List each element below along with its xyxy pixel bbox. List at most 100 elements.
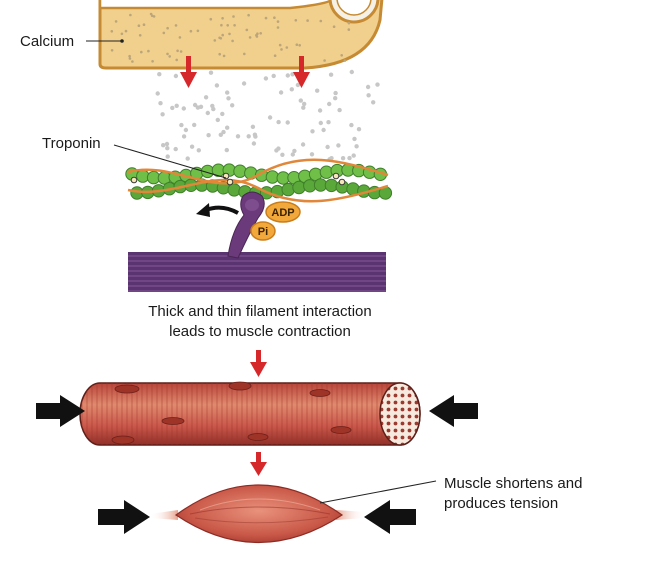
calcium-ion bbox=[259, 32, 263, 35]
calcium-ion bbox=[336, 143, 341, 148]
calcium-ion bbox=[255, 35, 259, 38]
calcium-ion bbox=[326, 120, 331, 125]
calcium-ion bbox=[110, 30, 114, 33]
calcium-ion bbox=[124, 29, 128, 33]
calcium-ion bbox=[302, 101, 307, 107]
calcium-ion bbox=[224, 147, 229, 153]
down-arrow-red-icon bbox=[250, 452, 267, 476]
calcium-ion bbox=[333, 90, 338, 96]
shortens-caption-line1: Muscle shortens and bbox=[444, 475, 583, 492]
calcium-ion bbox=[165, 154, 170, 159]
calcium-ion bbox=[375, 82, 380, 87]
calcium-ion bbox=[181, 106, 186, 111]
troponin-label: Troponin bbox=[42, 135, 101, 152]
calcium-ion bbox=[220, 111, 225, 117]
calcium-ion bbox=[166, 52, 169, 56]
calcium-ion bbox=[175, 58, 178, 62]
calcium-release-arrow bbox=[293, 56, 310, 88]
calcium-ion bbox=[160, 112, 165, 117]
calcium-ion bbox=[246, 134, 251, 139]
actin-monomer bbox=[281, 182, 295, 197]
thick-black-arrow-icon bbox=[429, 395, 478, 427]
calcium-ion bbox=[285, 120, 290, 125]
calcium-ion bbox=[209, 17, 213, 21]
calcium-ion bbox=[176, 49, 179, 53]
calcium-ion bbox=[168, 55, 171, 58]
calcium-ion bbox=[138, 34, 142, 37]
calcium-ion bbox=[371, 100, 376, 105]
calcium-ion bbox=[250, 124, 256, 129]
calcium-ion bbox=[243, 52, 246, 56]
calcium-pointer-dot bbox=[120, 39, 124, 43]
sarcoplasmic-reticulum bbox=[98, 0, 384, 70]
calcium-ion bbox=[128, 57, 132, 60]
calcium-ion bbox=[181, 134, 187, 139]
calcium-ion bbox=[225, 90, 230, 95]
calcium-ion bbox=[318, 120, 323, 126]
troponin-dot bbox=[332, 172, 340, 180]
calcium-ion bbox=[206, 133, 211, 138]
calcium-ion bbox=[295, 43, 299, 46]
calcium-ion bbox=[295, 82, 301, 88]
thick-black-arrow-icon bbox=[36, 395, 85, 427]
calcium-ion bbox=[351, 153, 356, 158]
calcium-ion bbox=[241, 81, 247, 86]
calcium-label: Calcium bbox=[20, 33, 75, 50]
interaction-caption-line2: leads to muscle contraction bbox=[169, 323, 351, 340]
calcium-ion bbox=[315, 88, 320, 93]
calcium-ion bbox=[161, 143, 166, 148]
actin-monomer bbox=[227, 183, 241, 197]
calcium-ion bbox=[185, 156, 190, 161]
calcium-ion bbox=[319, 19, 323, 23]
calcium-ion bbox=[174, 24, 178, 27]
calcium-ion bbox=[210, 103, 215, 109]
calcium-ion bbox=[196, 148, 201, 153]
calcium-ion bbox=[247, 13, 250, 17]
calcium-ion bbox=[333, 96, 338, 101]
calcium-ion bbox=[157, 72, 162, 77]
calcium-ion bbox=[198, 104, 204, 110]
calcium-ion bbox=[356, 127, 362, 132]
troponin-dot bbox=[226, 178, 234, 186]
calcium-ion bbox=[276, 146, 281, 151]
calcium-ion bbox=[218, 36, 221, 40]
calcium-ion bbox=[300, 142, 306, 147]
calcium-ion bbox=[147, 49, 150, 53]
calcium-ion bbox=[231, 39, 234, 43]
calcium-ion bbox=[276, 26, 280, 29]
calcium-ion bbox=[354, 144, 359, 149]
calcium-ion bbox=[192, 122, 197, 128]
calcium-ion bbox=[166, 26, 169, 30]
calcium-ion bbox=[263, 76, 269, 81]
calcium-ion bbox=[245, 28, 249, 32]
calcium-ion bbox=[294, 19, 298, 22]
adp-molecule: ADP bbox=[265, 201, 301, 223]
interaction-caption-line1: Thick and thin filament interaction bbox=[148, 303, 372, 320]
calcium-ion bbox=[276, 119, 281, 125]
calcium-ion bbox=[183, 127, 189, 133]
calcium-ion bbox=[203, 95, 209, 100]
calcium-ion bbox=[225, 125, 230, 130]
calcium-ion bbox=[221, 129, 226, 135]
calcium-ion bbox=[278, 43, 282, 47]
calcium-ion bbox=[343, 59, 347, 62]
calcium-ion bbox=[290, 152, 295, 157]
calcium-ion bbox=[349, 69, 354, 75]
calcium-ion bbox=[222, 54, 226, 58]
calcium-ion bbox=[233, 24, 236, 27]
calcium-ion bbox=[221, 17, 224, 20]
actin-monomer bbox=[233, 164, 247, 178]
calcium-ion bbox=[340, 156, 346, 161]
calcium-ion bbox=[174, 103, 179, 109]
calcium-ion bbox=[235, 134, 241, 139]
calcium-ion bbox=[226, 24, 229, 27]
curved-arrow-icon bbox=[196, 203, 239, 217]
calcium-ion bbox=[347, 21, 351, 25]
contracted-muscle bbox=[150, 484, 366, 544]
calcium-ion bbox=[213, 39, 217, 42]
calcium-ion bbox=[252, 132, 258, 137]
calcium-ion bbox=[142, 23, 146, 27]
calcium-ion bbox=[178, 36, 182, 39]
calcium-ion bbox=[271, 73, 276, 79]
